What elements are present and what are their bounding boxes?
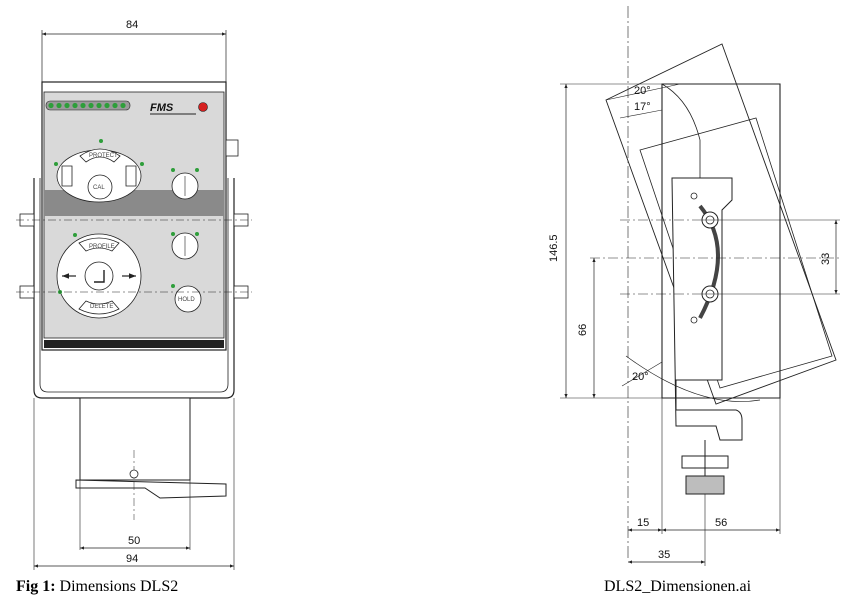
figure-caption-label: Fig 1: xyxy=(16,578,56,595)
led-indicators xyxy=(48,102,126,109)
dim-bracket: 35 xyxy=(658,549,670,561)
stand-column xyxy=(79,397,191,481)
clamp-knob xyxy=(685,475,725,495)
profile-label: PROFILE xyxy=(89,244,115,250)
upper-keypad xyxy=(54,139,144,203)
dim-base-outer: 94 xyxy=(126,553,138,565)
delete-label: DELETE xyxy=(90,304,113,310)
right-key xyxy=(125,165,137,187)
navigation-keypad xyxy=(56,233,142,319)
tilted-outline-back xyxy=(639,117,833,389)
side-view xyxy=(560,6,840,566)
dim-angle-top: 20° xyxy=(634,85,651,97)
delete-key xyxy=(78,300,120,315)
dim-height: 146.5 xyxy=(548,234,560,262)
dimension-drawing: FMS PROTECT CAL xyxy=(16,6,840,570)
dim-angle-bottom: 20° xyxy=(632,371,649,383)
cal-key xyxy=(87,174,113,200)
logo-text: FMS xyxy=(150,102,174,114)
dim-angle-mid: 17° xyxy=(634,101,651,113)
bracket-screws xyxy=(16,139,252,299)
logo-dot xyxy=(198,102,208,112)
figure-caption: Fig 1: Dimensions DLS2 xyxy=(16,578,178,596)
dim-spacing: 33 xyxy=(820,253,832,265)
protect-key xyxy=(79,148,121,163)
profile-key xyxy=(78,237,120,252)
dim-base-inner: 50 xyxy=(128,535,140,547)
left-key xyxy=(61,165,73,187)
hold-label: HOLD xyxy=(178,297,195,303)
housing-base-strip xyxy=(44,340,224,348)
protect-label: PROTECT xyxy=(89,153,118,159)
figure-caption-text: Dimensions DLS2 xyxy=(55,578,179,595)
dim-top-width: 84 xyxy=(126,19,138,31)
fms-logo: FMS xyxy=(150,102,208,115)
stand-foot xyxy=(75,479,227,499)
front-view: FMS PROTECT CAL xyxy=(16,30,252,570)
cal-label: CAL xyxy=(93,185,105,191)
side-bracket xyxy=(671,177,743,441)
hold-key xyxy=(174,285,202,313)
dim-width: 56 xyxy=(715,517,727,529)
dim-lower-height: 66 xyxy=(577,324,589,336)
file-name-caption: DLS2_Dimensionen.ai xyxy=(604,578,752,595)
dim-offset: 15 xyxy=(637,517,649,529)
